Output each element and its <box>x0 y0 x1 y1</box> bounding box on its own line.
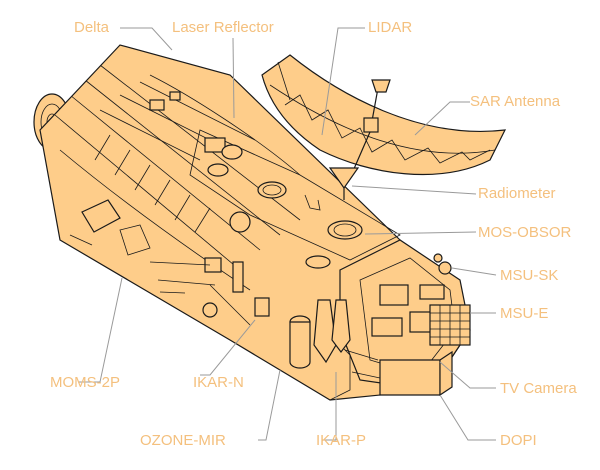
label-moms-2p: MOMS-2P <box>50 374 121 391</box>
instrument-section <box>329 239 471 401</box>
label-sar-antenna: SAR Antenna <box>470 93 561 110</box>
label-lidar: LIDAR <box>368 19 413 36</box>
label-ikar-p: IKAR-P <box>316 432 367 449</box>
label-delta: Delta <box>74 19 110 36</box>
label-ikar-n: IKAR-N <box>193 374 244 391</box>
label-laser-reflector: Laser Reflector <box>172 19 274 36</box>
label-msu-sk: MSU-SK <box>500 267 559 284</box>
label-radiometer: Radiometer <box>478 185 556 202</box>
label-dopi: DOPI <box>500 432 537 449</box>
label-ozone-mir: OZONE-MIR <box>140 432 226 449</box>
leader-lines <box>78 27 497 441</box>
label-mos-obsor: MOS-OBSOR <box>478 224 572 241</box>
label-tv-camera: TV Camera <box>500 380 577 397</box>
label-msu-e: MSU-E <box>500 305 549 322</box>
radiometer <box>328 167 360 200</box>
lower-instruments <box>149 257 351 369</box>
sar-antenna <box>261 54 507 179</box>
